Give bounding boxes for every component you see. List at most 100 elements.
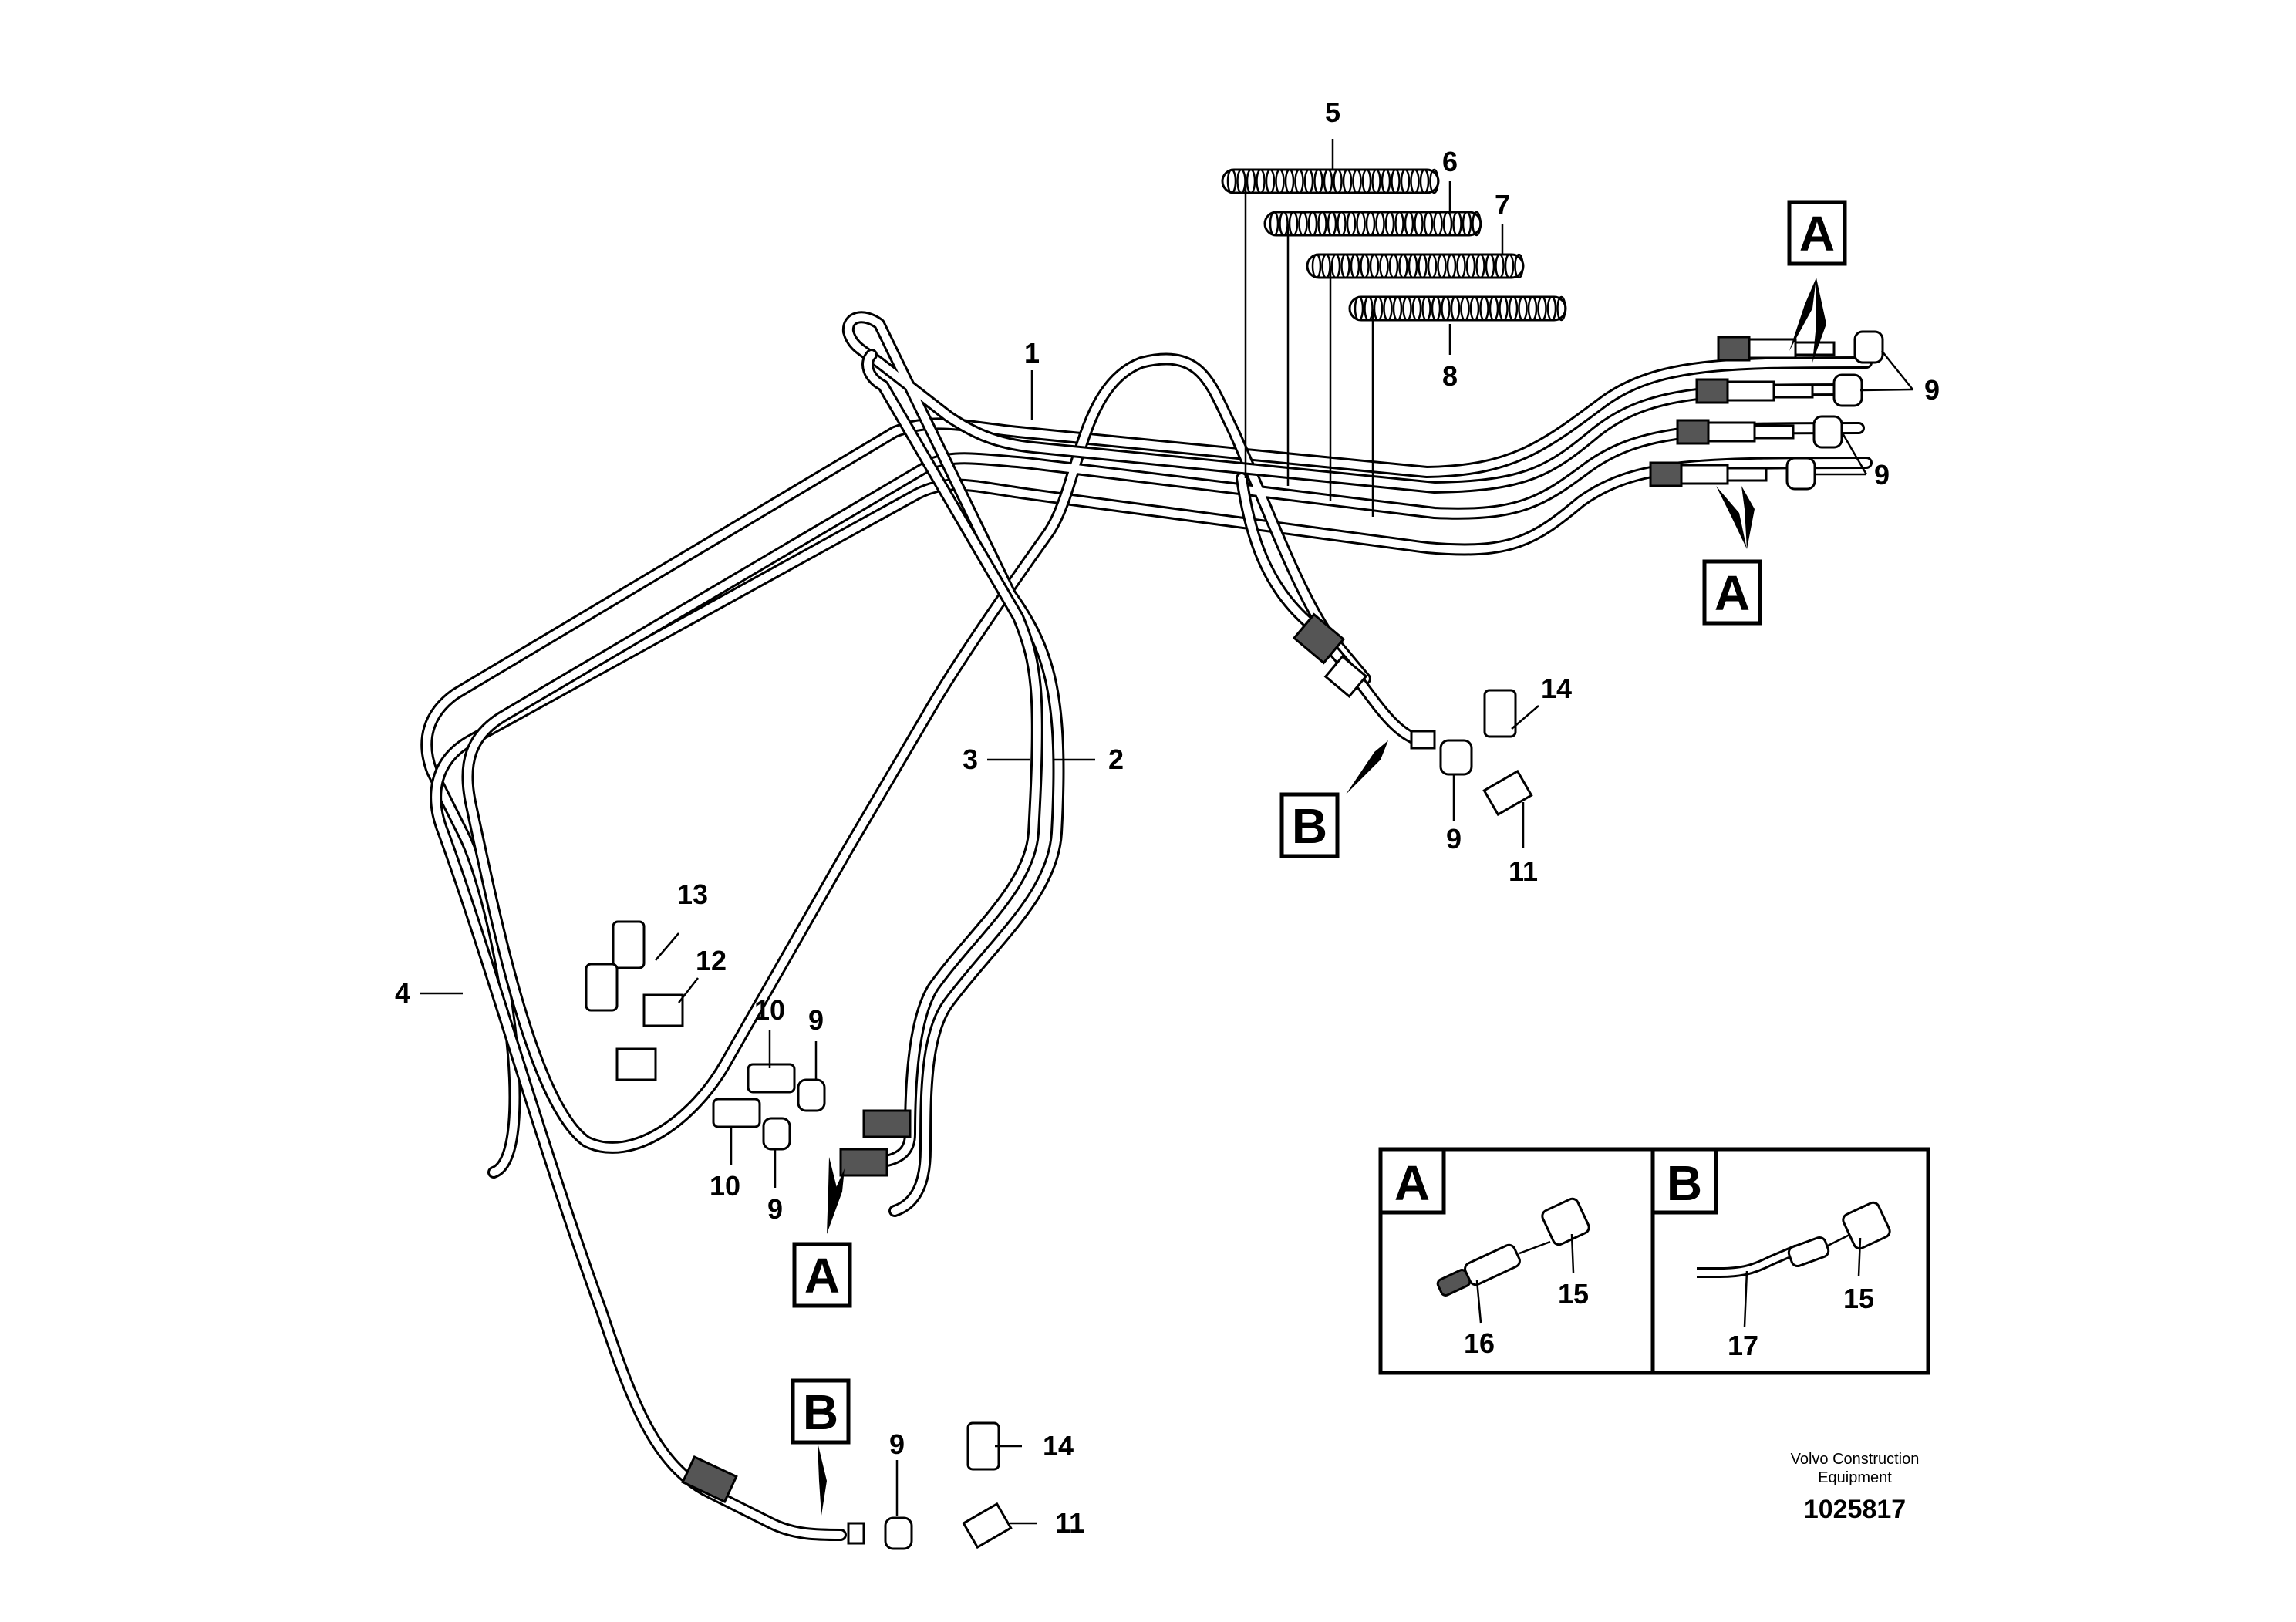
callout-6: 6 xyxy=(1442,146,1458,177)
coil-rib xyxy=(1556,295,1566,322)
coil-rib xyxy=(1279,211,1289,237)
callout-10-upper: 10 xyxy=(754,994,785,1026)
coil-rib xyxy=(1469,295,1480,322)
coil-rib xyxy=(1379,253,1389,279)
coil-rib xyxy=(1284,168,1295,194)
callout-2: 2 xyxy=(1108,744,1124,775)
coil-rib xyxy=(1381,168,1391,194)
coil-rib xyxy=(1472,211,1482,237)
coil-rib xyxy=(1388,253,1399,279)
svg-text:B: B xyxy=(1667,1155,1702,1211)
hose-assembly xyxy=(420,311,1873,1541)
callout-numbers: 1 2 3 4 5 6 7 8 9 9 9 9 9 9 10 10 11 11 … xyxy=(395,96,1940,1539)
coil-rib xyxy=(1442,211,1453,237)
coil-rib xyxy=(1465,253,1476,279)
coil-rib xyxy=(1275,168,1285,194)
detail-insets: A 16 15 B 17 15 xyxy=(1378,1147,1930,1375)
drawing-number: 1025817 xyxy=(1804,1495,1906,1524)
coil-rib xyxy=(1499,295,1509,322)
coil-rib xyxy=(1369,253,1380,279)
callout-9-lower-left-b: 9 xyxy=(767,1193,783,1225)
coil-rib xyxy=(1333,168,1343,194)
callout-8: 8 xyxy=(1442,360,1458,392)
coil-rib xyxy=(1294,168,1304,194)
coil-rib xyxy=(1371,168,1381,194)
coil-rib xyxy=(1537,295,1547,322)
callout-3: 3 xyxy=(963,744,978,775)
callout-4: 4 xyxy=(395,977,410,1009)
coil-rib xyxy=(1456,253,1466,279)
callout-14-bottom: 14 xyxy=(1043,1430,1074,1462)
callout-11-middle: 11 xyxy=(1509,855,1538,887)
coil-rib xyxy=(1518,295,1528,322)
coil-rib xyxy=(1462,211,1472,237)
callout-11-bottom: 11 xyxy=(1055,1507,1084,1539)
coil-rib xyxy=(1495,253,1505,279)
coil-rib xyxy=(1429,168,1439,194)
coil-rib xyxy=(1307,211,1318,237)
connector-row-1 xyxy=(1717,330,1884,364)
coil-rib xyxy=(1373,295,1384,322)
coil-rib xyxy=(1317,211,1327,237)
svg-text:A: A xyxy=(1394,1155,1430,1211)
callout-9-top-right-a: 9 xyxy=(1924,374,1940,406)
coil-rib xyxy=(1527,295,1538,322)
coil-rib xyxy=(1508,295,1519,322)
callout-17: 17 xyxy=(1728,1330,1758,1361)
callout-7: 7 xyxy=(1495,189,1510,221)
callout-13: 13 xyxy=(677,878,708,910)
coil-rib xyxy=(1446,253,1457,279)
connector-row-3 xyxy=(1676,415,1843,449)
coil-rib xyxy=(1392,295,1403,322)
coil-rib xyxy=(1384,211,1395,237)
callout-9-bottom-b: 9 xyxy=(889,1428,905,1460)
svg-text:B: B xyxy=(1292,798,1327,854)
svg-text:A: A xyxy=(804,1248,840,1303)
callout-1: 1 xyxy=(1024,337,1040,369)
svg-text:A: A xyxy=(1799,206,1835,261)
coil-rib xyxy=(1236,168,1246,194)
view-label-a-bottom: A xyxy=(792,1242,852,1308)
coil-rib xyxy=(1269,211,1279,237)
coil-rib xyxy=(1450,295,1461,322)
coil-rib xyxy=(1226,168,1237,194)
coil-rib xyxy=(1427,253,1438,279)
callout-12: 12 xyxy=(696,945,727,976)
coil-rib xyxy=(1431,295,1441,322)
coil-rib xyxy=(1288,211,1299,237)
coil-rib xyxy=(1330,253,1341,279)
coil-rib xyxy=(1404,211,1414,237)
coil-rib xyxy=(1408,253,1418,279)
leader-lines xyxy=(420,139,1913,1525)
coil-rib xyxy=(1433,211,1443,237)
hose-2 xyxy=(841,311,1861,1217)
coil-rib xyxy=(1546,295,1557,322)
coil-rib xyxy=(1346,211,1357,237)
coil-rib xyxy=(1489,295,1499,322)
coil-rib xyxy=(1410,168,1420,194)
connector-row-4 xyxy=(1649,457,1816,491)
svg-text:B: B xyxy=(803,1384,838,1440)
coil-rib xyxy=(1460,295,1470,322)
callout-15-a: 15 xyxy=(1558,1278,1589,1310)
coil-rib xyxy=(1437,253,1447,279)
coil-rib xyxy=(1391,168,1401,194)
coil-rib xyxy=(1246,168,1256,194)
coil-rib xyxy=(1383,295,1393,322)
coil-rib xyxy=(1354,295,1364,322)
top-right-connectors xyxy=(1649,330,1884,491)
coil-rib xyxy=(1352,168,1362,194)
coil-rib xyxy=(1313,168,1323,194)
coil-rib xyxy=(1421,295,1431,322)
detail-b: B 17 15 xyxy=(1650,1147,1891,1361)
coil-rib xyxy=(1360,253,1370,279)
hose-4 xyxy=(430,457,1873,1541)
b-connector-bottom xyxy=(681,1421,1013,1550)
coil-rib xyxy=(1419,168,1430,194)
coil-rib xyxy=(1485,253,1495,279)
svg-text:A: A xyxy=(1714,565,1750,621)
view-label-b-bottom: B xyxy=(791,1378,851,1445)
coil-rib xyxy=(1337,211,1347,237)
view-label-a-top: A xyxy=(1787,200,1847,266)
coil-rib xyxy=(1321,253,1331,279)
